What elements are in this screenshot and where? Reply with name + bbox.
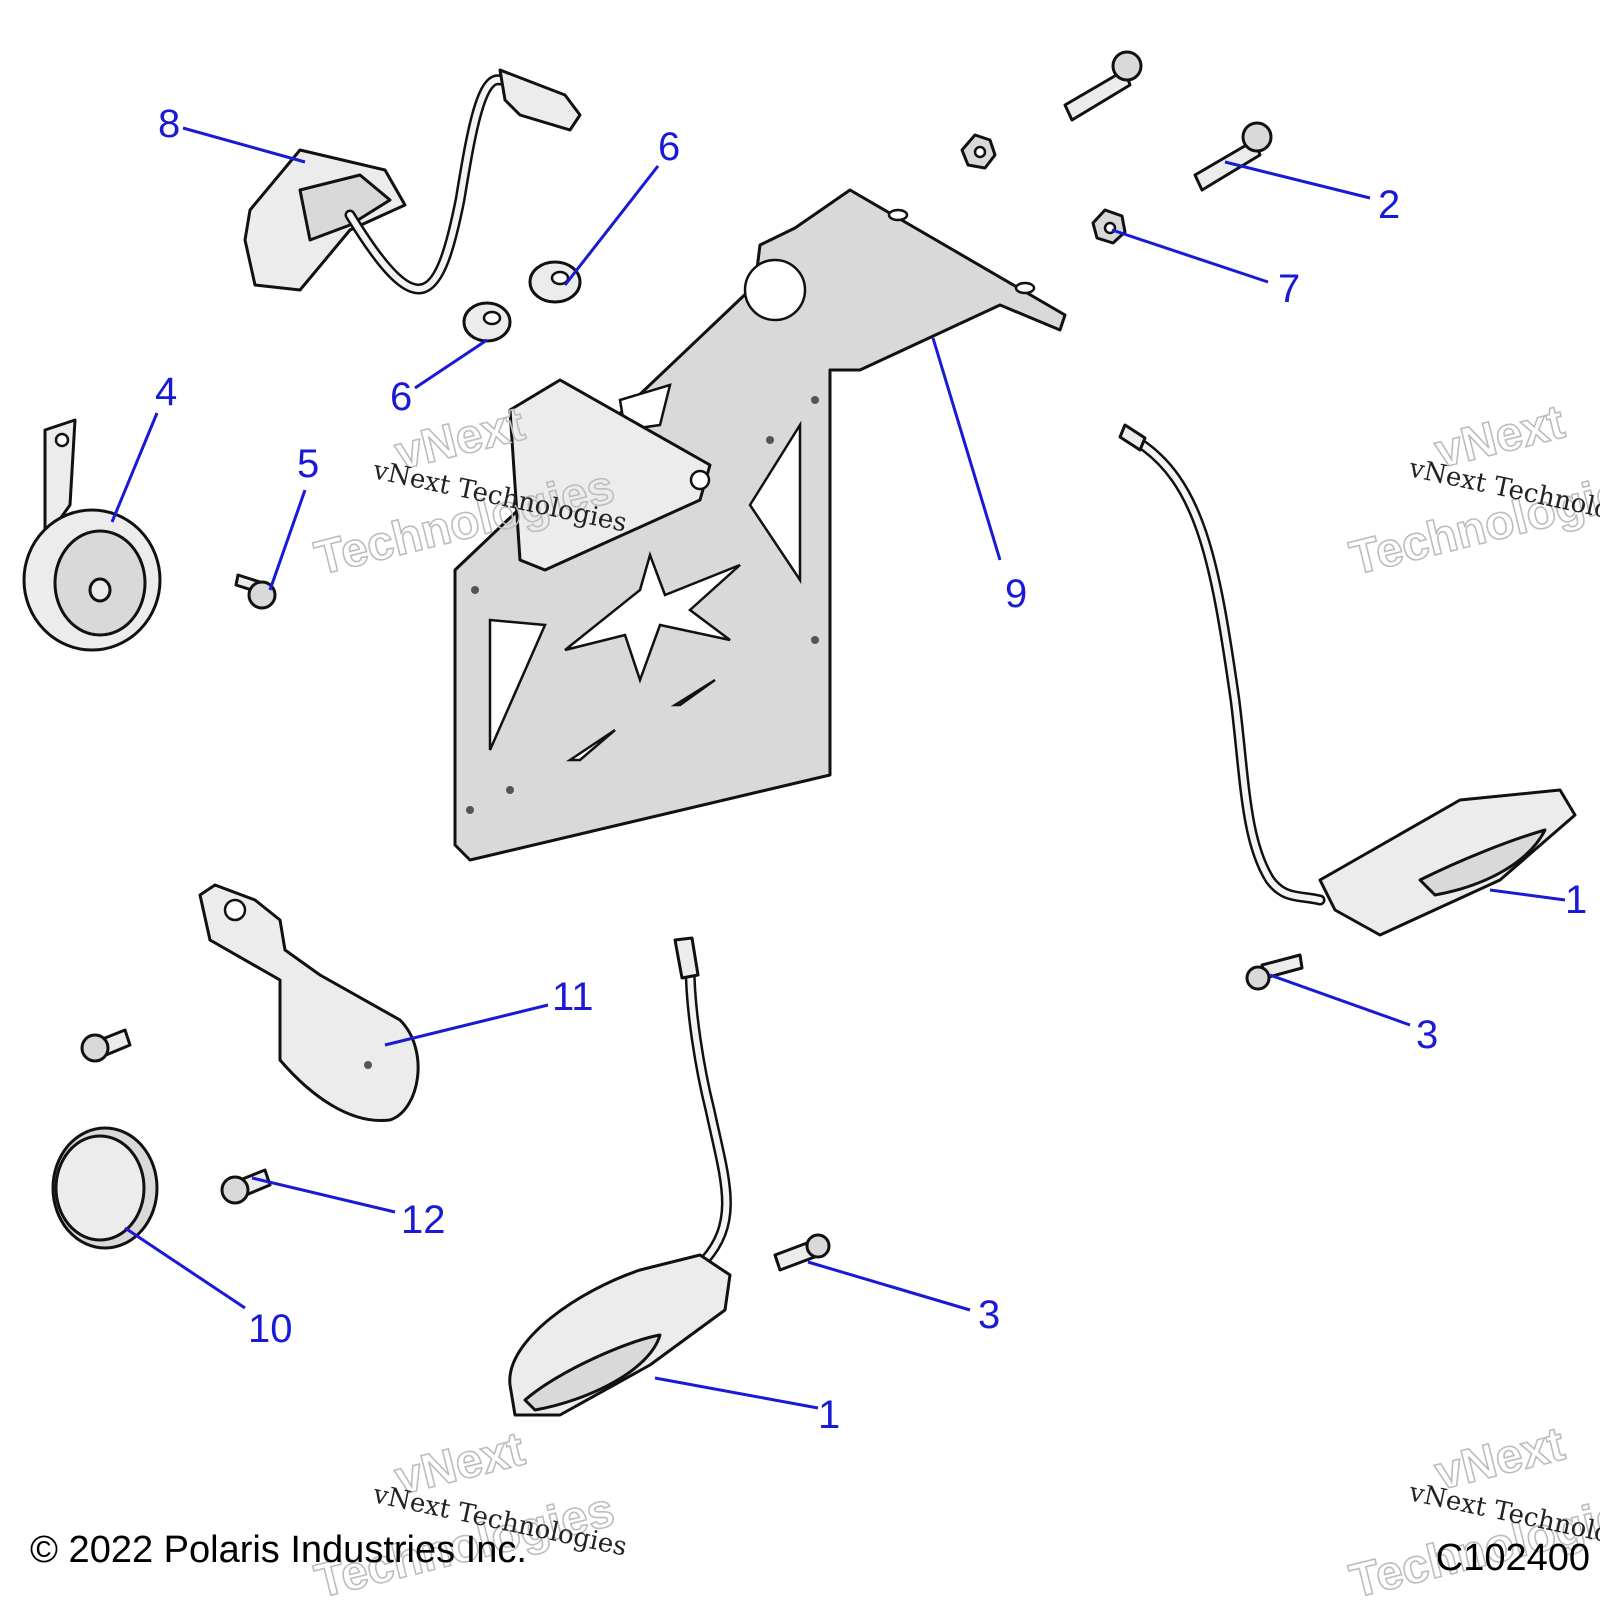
callout-3-lower: 3 — [978, 1293, 1000, 1337]
spacer-lower — [462, 301, 512, 343]
spacer-upper — [528, 260, 582, 304]
horn-bracket — [198, 883, 420, 1123]
callout-7: 7 — [1278, 267, 1300, 311]
callout-4: 4 — [155, 370, 177, 414]
callout-11: 11 — [552, 975, 594, 1019]
screw-item-3-lower — [773, 1233, 831, 1272]
turn-signal-right — [1118, 423, 1577, 937]
callout-5: 5 — [297, 442, 319, 486]
watermark-lower-left: vNext Technologies vNext Technologies — [309, 1422, 629, 1600]
screw-item-5 — [234, 573, 277, 610]
nut-upper — [960, 133, 997, 170]
callout-2: 2 — [1378, 183, 1400, 227]
screw-item-12 — [220, 1168, 272, 1205]
diagram-id: C102400 — [1436, 1537, 1590, 1579]
callout-12: 12 — [401, 1198, 446, 1242]
turn-signal-lower — [508, 936, 732, 1417]
nut-lower — [1091, 208, 1127, 245]
screw-item-3-right — [1245, 953, 1304, 991]
callout-6-upper: 6 — [658, 125, 680, 169]
reflector — [51, 1126, 159, 1250]
callout-10: 10 — [248, 1307, 293, 1351]
callout-6-lower: 6 — [390, 375, 412, 419]
license-plate-light — [243, 68, 582, 295]
callout-9: 9 — [1005, 572, 1027, 616]
callout-8: 8 — [158, 102, 180, 146]
callout-3-right: 3 — [1416, 1013, 1438, 1057]
callout-1-lower: 1 — [818, 1393, 840, 1437]
bolt-lower — [1193, 121, 1273, 192]
screw-loose — [80, 1028, 132, 1063]
callout-1-right: 1 — [1565, 878, 1587, 922]
license-plate-bracket — [453, 188, 1067, 862]
copyright-text: © 2022 Polaris Industries Inc. — [30, 1529, 527, 1571]
bolt-upper — [1063, 50, 1143, 122]
callout-labels: 8 6 6 4 5 2 7 9 1 3 11 12 10 3 1 — [155, 102, 1587, 1437]
horn — [22, 418, 162, 652]
watermark-upper-right: vNext Technologies vNext Technologies — [1344, 395, 1600, 587]
leader-lines — [110, 126, 1566, 1410]
